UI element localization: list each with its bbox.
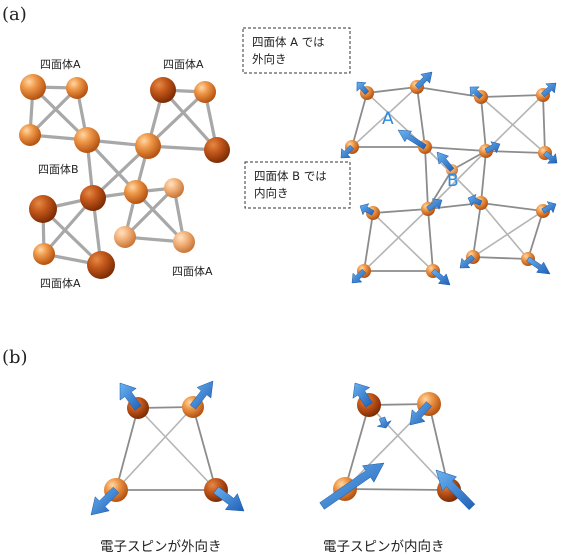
- atom: [135, 133, 161, 159]
- spin-arrow: [189, 380, 214, 410]
- atom: [114, 226, 136, 248]
- spin-arrow: [484, 141, 501, 154]
- spin-arrow: [426, 198, 443, 212]
- atom: [66, 77, 88, 99]
- caption-spin-out: 電子スピンが外向き: [100, 539, 222, 555]
- atom: [29, 195, 57, 223]
- spin-arrow: [526, 256, 551, 275]
- left-structure: 四面体A 四面体A 四面体B 四面体A 四面体A: [19, 57, 230, 290]
- spin-arrow: [459, 254, 475, 269]
- spin-arrow: [414, 71, 433, 90]
- atom: [204, 137, 230, 163]
- callout-b-line2: 内向き: [254, 186, 289, 200]
- atom: [33, 243, 55, 265]
- spin-arrow: [431, 268, 451, 286]
- spin-arrow: [436, 151, 455, 172]
- spin-arrow: [90, 486, 120, 516]
- spin-arrow: [213, 486, 245, 512]
- spin-arrow: [540, 82, 557, 98]
- label-tetra-a-3: 四面体A: [172, 264, 213, 278]
- spin-arrow: [340, 144, 355, 159]
- spin-arrow: [543, 150, 558, 164]
- atom: [87, 251, 115, 279]
- spin-arrow: [351, 268, 367, 284]
- atom: [19, 124, 41, 146]
- spin-arrow: [352, 382, 373, 408]
- callout-a-line2: 外向き: [252, 52, 287, 66]
- atom: [150, 77, 176, 103]
- spin-arrow: [467, 193, 483, 207]
- callout-a-line1: 四面体 A では: [252, 35, 325, 49]
- panel-a-label: (a): [2, 4, 27, 25]
- caption-spin-in: 電子スピンが内向き: [323, 539, 445, 555]
- callout-a: 四面体 A では 外向き: [242, 27, 351, 74]
- spin-arrow: [435, 469, 476, 511]
- spin-arrow: [541, 201, 557, 214]
- spin-arrow: [409, 401, 432, 426]
- atom: [173, 231, 195, 253]
- spin-arrow: [397, 129, 427, 150]
- spin-arrow: [376, 416, 392, 429]
- tetra-b-letter: B: [447, 171, 459, 191]
- spin-arrow: [359, 203, 375, 216]
- atom: [194, 81, 216, 103]
- spin-arrow: [356, 81, 370, 96]
- label-tetra-a-1: 四面体A: [40, 57, 81, 71]
- spin-arrow: [319, 462, 385, 510]
- tetra-a-letter: A: [382, 109, 394, 129]
- callout-b-line1: 四面体 B では: [254, 169, 327, 183]
- atom: [164, 178, 184, 198]
- label-tetra-a-4: 四面体A: [40, 276, 81, 290]
- atom: [124, 180, 148, 204]
- atom: [74, 127, 100, 153]
- label-tetra-b: 四面体B: [38, 162, 79, 176]
- label-tetra-a-2: 四面体A: [163, 57, 204, 71]
- callout-b: 四面体 B では 内向き: [244, 161, 351, 209]
- atom: [20, 74, 46, 100]
- tetra-spin-out: [104, 396, 228, 502]
- atom: [80, 185, 106, 211]
- spin-structure: A B: [340, 71, 558, 286]
- spin-arrow: [469, 86, 484, 100]
- panel-b-label: (b): [2, 347, 28, 368]
- spin-arrow: [119, 382, 142, 411]
